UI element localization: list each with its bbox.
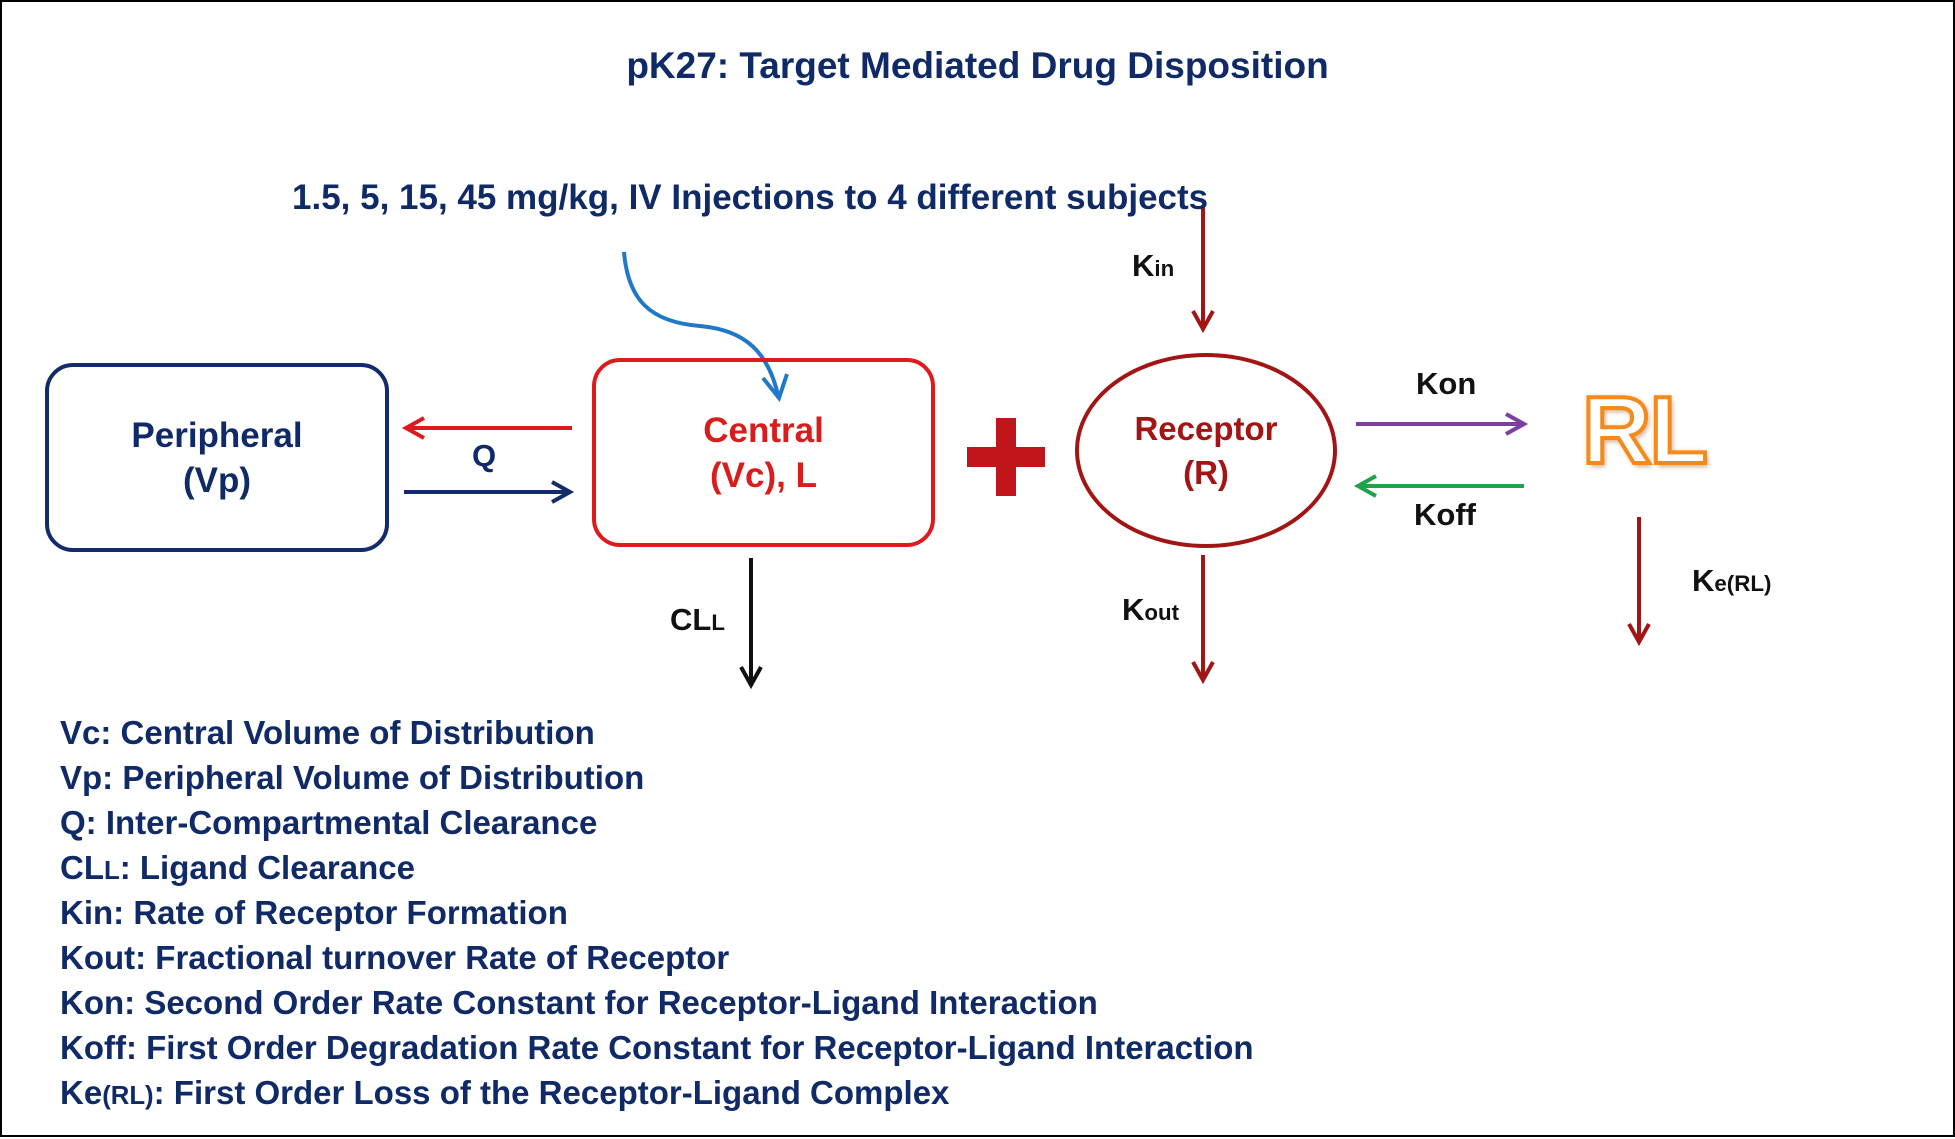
legend-description: : Central Volume of Distribution: [100, 714, 595, 751]
legend-term: Ke: [60, 1074, 103, 1111]
legend-description: : Fractional turnover Rate of Receptor: [135, 939, 730, 976]
kon-arrow: [1356, 412, 1529, 436]
legend-item: Ke(RL): First Order Loss of the Receptor…: [60, 1074, 949, 1112]
legend-term: Kon: [60, 984, 125, 1021]
koff-arrow: [1353, 474, 1524, 498]
legend-description: : Second Order Rate Constant for Recepto…: [124, 984, 1098, 1021]
legend-item: Vc: Central Volume of Distribution: [60, 714, 595, 752]
plus-icon: [967, 418, 1045, 496]
legend-item: Vp: Peripheral Volume of Distribution: [60, 759, 644, 797]
legend-description: : Ligand Clearance: [119, 849, 415, 886]
q-label: Q: [472, 438, 497, 473]
legend-term: Vp: [60, 759, 103, 796]
peripheral-volume: (Vp): [182, 460, 252, 500]
legend-description: : Rate of Receptor Formation: [113, 894, 568, 931]
koff-label: Koff: [1414, 497, 1476, 532]
cl-label: CLL: [670, 602, 725, 637]
kin-label: Kin: [1132, 248, 1175, 283]
legend-term-subscript: (RL): [102, 1082, 154, 1110]
kout-label: Kout: [1122, 592, 1180, 627]
central-name: Central: [703, 410, 824, 450]
q-arrow-to-peripheral: [401, 416, 572, 440]
legend-term: Koff: [60, 1029, 126, 1066]
legend-item: Kon: Second Order Rate Constant for Rece…: [60, 984, 1098, 1022]
kin-arrow: [1191, 205, 1215, 334]
kon-label: Kon: [1416, 366, 1477, 401]
dosing-label: 1.5, 5, 15, 45 mg/kg, IV Injections to 4…: [292, 178, 1209, 217]
legend-item: Koff: First Order Degradation Rate Const…: [60, 1029, 1254, 1067]
legend-description: : Peripheral Volume of Distribution: [102, 759, 645, 796]
legend-item: CLL: Ligand Clearance: [60, 849, 415, 887]
legend-term: CL: [60, 849, 104, 886]
diagram-title: pK27: Target Mediated Drug Disposition: [626, 45, 1329, 86]
ke-rl-label: Ke(RL): [1692, 563, 1772, 598]
rl-complex-label: RL: [1580, 377, 1710, 484]
receptor-symbol: (R): [1183, 453, 1229, 491]
peripheral-compartment: Peripheral (Vp): [45, 363, 389, 552]
legend-term: Kout: [60, 939, 136, 976]
cl-arrow: [739, 558, 763, 690]
kout-arrow: [1191, 555, 1215, 685]
peripheral-name: Peripheral: [131, 415, 303, 455]
receptor-name: Receptor: [1134, 409, 1278, 447]
legend-term: Q: [60, 804, 86, 841]
ke-rl-arrow: [1627, 517, 1651, 647]
legend-description: : First Order Loss of the Receptor-Ligan…: [153, 1074, 950, 1111]
legend-item: Kin: Rate of Receptor Formation: [60, 894, 568, 932]
central-compartment: Central (Vc), L: [592, 358, 935, 547]
legend-description: : First Order Degradation Rate Constant …: [125, 1029, 1254, 1066]
legend-description: : Inter-Compartmental Clearance: [85, 804, 598, 841]
legend-item: Kout: Fractional turnover Rate of Recept…: [60, 939, 729, 977]
receptor-compartment: Receptor (R): [1075, 353, 1337, 548]
legend-term: Vc: [60, 714, 101, 751]
q-arrow-to-central: [404, 480, 575, 504]
legend-term-subscript: L: [104, 857, 120, 885]
central-volume: (Vc), L: [710, 455, 817, 495]
legend-term: Kin: [60, 894, 114, 931]
legend-item: Q: Inter-Compartmental Clearance: [60, 804, 597, 842]
